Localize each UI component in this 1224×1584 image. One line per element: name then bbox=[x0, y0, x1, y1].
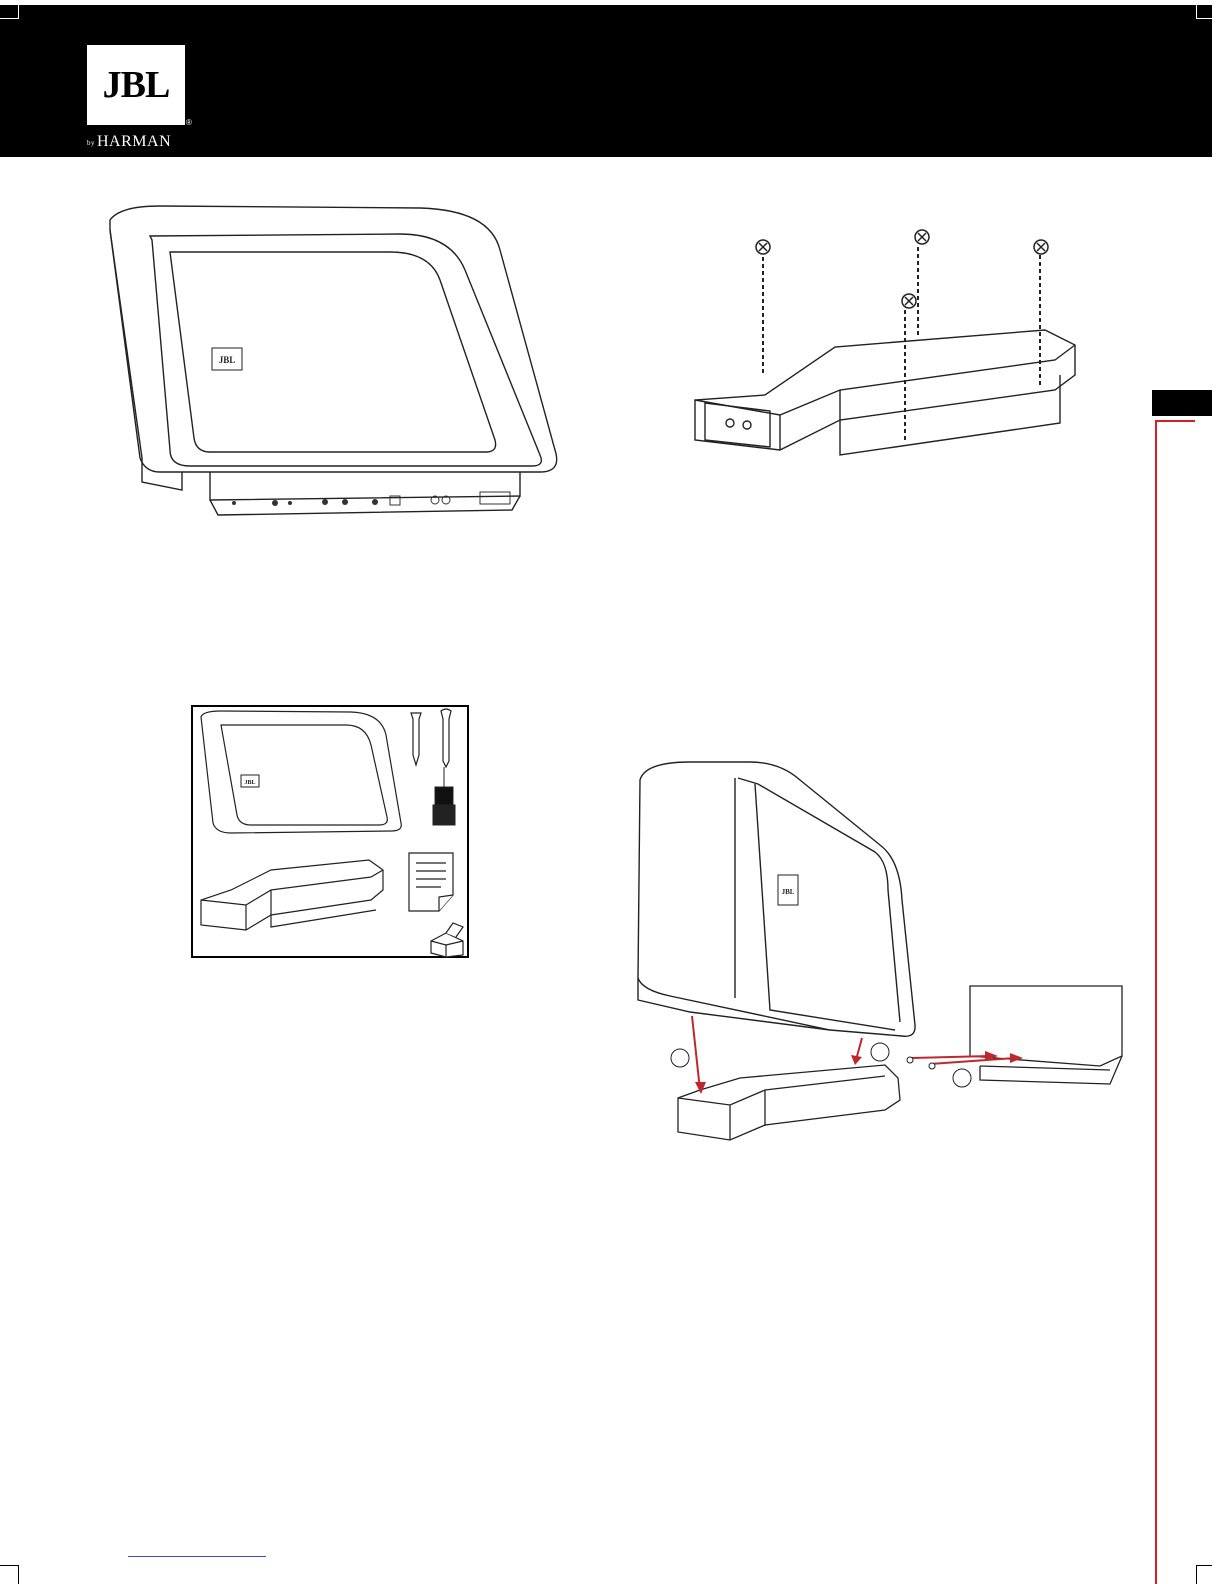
crop-mark-bl-v bbox=[18, 1565, 19, 1584]
mounting-assembly-illustration: JBL bbox=[630, 760, 1130, 1160]
manual-icon bbox=[409, 853, 453, 911]
jbl-logo: JBL bbox=[87, 45, 185, 125]
logo-by: by bbox=[87, 139, 95, 147]
footer-link-underline[interactable] bbox=[128, 1556, 266, 1557]
crop-mark-br-h bbox=[1196, 1565, 1212, 1566]
package-contents-illustration: JBL bbox=[191, 705, 471, 960]
speaker-illustration: JBL bbox=[100, 200, 570, 530]
crop-mark-tl-v bbox=[18, 5, 19, 19]
step-markers bbox=[671, 1043, 971, 1087]
small-screws-icon bbox=[907, 1057, 935, 1069]
red-rule-horizontal bbox=[1155, 420, 1195, 422]
crop-mark-bl-h bbox=[0, 1565, 18, 1566]
crop-mark-br-v bbox=[1196, 1565, 1197, 1584]
crop-mark-tr-h bbox=[1196, 18, 1212, 19]
section-tab bbox=[1152, 390, 1212, 416]
package-badge-text: JBL bbox=[244, 780, 255, 786]
screw-icons bbox=[756, 230, 1048, 308]
amplifier-screw-mount-illustration bbox=[685, 225, 1085, 480]
red-rule-vertical bbox=[1155, 420, 1157, 1584]
assembly-badge-text: JBL bbox=[782, 888, 795, 896]
logo-brand: HARMAN bbox=[97, 133, 171, 150]
logo-text: JBL bbox=[87, 63, 185, 107]
speaker-badge-text: JBL bbox=[219, 355, 236, 365]
crop-mark-tr-v bbox=[1196, 5, 1197, 19]
crop-mark-tl-h bbox=[0, 18, 18, 19]
logo-registered-mark: ® bbox=[186, 118, 192, 127]
